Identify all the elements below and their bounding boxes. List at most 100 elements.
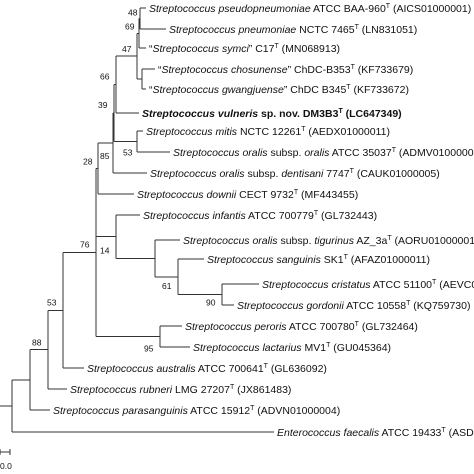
type-strain-mark: T	[355, 321, 360, 328]
taxon-label-part: ATCC BAA-960	[311, 3, 386, 15]
taxon-label-part: LMG 27207	[172, 384, 230, 396]
taxon-label-part: ATCC 51100	[371, 279, 433, 291]
type-strain-mark: T	[355, 24, 360, 31]
taxon-label-part: Streptococcus gordonii	[237, 300, 344, 312]
taxon-label-part: (LC647349)	[343, 108, 402, 120]
bootstrap-value: 61	[162, 281, 172, 291]
taxon-label-part: MV1	[302, 342, 327, 354]
taxon-label-part: ATCC 35037	[329, 147, 391, 159]
taxon-label-part: (ASDA01000001)	[446, 427, 474, 439]
taxon-label-part: Streptococcus pneumoniae	[169, 24, 296, 36]
taxon-label-part: 7747	[323, 168, 349, 180]
taxon-label: Streptococcus parasanguinis ATCC 15912T …	[53, 405, 340, 417]
taxon-label-part: (CAUK01000005)	[354, 168, 440, 180]
bootstrap-value: 69	[125, 21, 135, 31]
taxon-label: Streptococcus pseudopneumoniae ATCC BAA-…	[149, 3, 471, 15]
type-strain-mark: T	[250, 405, 255, 412]
taxon-label: Streptococcus mitis NCTC 12261T (AEDX010…	[146, 126, 390, 138]
type-strain-mark: T	[294, 189, 299, 196]
type-strain-mark: T	[314, 210, 319, 217]
type-strain-mark: T	[301, 126, 306, 133]
taxon-label-part: subsp.	[268, 147, 305, 159]
taxon-label: Streptococcus gordonii ATCC 10558T (KQ75…	[237, 300, 470, 312]
taxon-label-part: Streptococcus oralis	[183, 235, 278, 247]
taxon-label-part: tigurinus	[314, 235, 354, 247]
taxon-label: Streptococcus lactarius MV1T (GU045364)	[193, 342, 391, 354]
taxon-label-part: Streptococcus downii	[137, 189, 237, 201]
type-strain-mark: T	[432, 279, 437, 286]
type-strain-mark: T	[350, 168, 355, 175]
tree-branches	[0, 7, 274, 433]
taxon-label-part: Streptococcus symci	[153, 43, 250, 55]
taxon-label-part: Streptococcus chosunense	[162, 64, 288, 76]
taxon-label-part: NCTC 7465	[296, 24, 355, 36]
taxon-label-part: Streptococcus pseudopneumoniae	[149, 3, 311, 15]
taxon-label-part: (ADMV01000001)	[396, 147, 474, 159]
taxon-label-part: “	[158, 64, 162, 76]
type-strain-mark: T	[387, 235, 392, 242]
taxon-label-part: ” ChDC B345	[284, 84, 347, 96]
taxon-label-part: (JX861483)	[234, 384, 291, 396]
taxon-label: Streptococcus downii CECT 9732T (MF44345…	[137, 189, 358, 201]
taxon-label: “Streptococcus chosunense” ChDC-B353T (K…	[158, 64, 413, 76]
taxon-label-part: ATCC 700780	[287, 321, 355, 333]
taxon-label: Streptococcus pneumoniae NCTC 7465T (LN8…	[169, 24, 417, 36]
taxon-label-part: Streptococcus sanguinis	[207, 254, 322, 266]
taxon-label: Streptococcus peroris ATCC 700780T (GL73…	[185, 321, 418, 333]
taxon-label-part: (AEVC01000001)	[436, 279, 474, 291]
type-strain-mark: T	[406, 300, 411, 307]
taxon-label: Streptococcus rubneri LMG 27207T (JX8614…	[70, 384, 291, 396]
type-strain-mark: T	[441, 427, 446, 434]
bootstrap-value: 95	[144, 344, 154, 354]
taxon-label-part: (AORU01000001)	[392, 235, 474, 247]
taxon-label-part: Enterococcus faecalis	[277, 427, 380, 439]
scale-bar: 0.0	[0, 449, 12, 471]
bootstrap-value: 39	[98, 100, 108, 110]
taxon-label: Streptococcus sanguinis SK1T (AFAZ010000…	[207, 254, 430, 266]
scale-bar-label: 0.0	[0, 461, 12, 471]
taxon-label: Streptococcus australis ATCC 700641T (GL…	[87, 363, 327, 375]
type-strain-mark: T	[346, 84, 351, 91]
type-strain-mark: T	[392, 147, 397, 154]
taxon-label: Streptococcus oralis subsp. dentisani 77…	[150, 168, 440, 180]
taxon-label-part: dentisani	[281, 168, 324, 180]
taxon-label-part: (KF733672)	[351, 84, 409, 96]
taxon-label-part: ” C17	[249, 43, 275, 55]
taxon-label: “Streptococcus gwangjuense” ChDC B345T (…	[149, 84, 409, 96]
type-strain-mark: T	[338, 108, 343, 115]
taxon-label-part: ATCC 700779	[246, 210, 314, 222]
taxon-label-part: oralis	[304, 147, 330, 159]
taxon-label-part: (ADVN01000004)	[254, 405, 340, 417]
taxon-label-part: Streptococcus oralis	[173, 147, 268, 159]
bootstrap-value: 85	[100, 151, 110, 161]
taxon-label-part: sp. nov. DM3B3	[258, 108, 338, 120]
taxon-label: “Streptococcus symci” C17T (MN068913)	[149, 43, 340, 55]
taxon-label-part: Streptococcus mitis	[146, 126, 238, 138]
type-strain-mark: T	[344, 254, 349, 261]
taxon-label: Streptococcus vulneris sp. nov. DM3B3T (…	[142, 108, 402, 120]
taxon-label-part: (GU045364)	[330, 342, 391, 354]
taxon-label-part: “	[149, 43, 153, 55]
bootstrap-value: 48	[128, 8, 138, 18]
taxon-label-part: ATCC 19433	[379, 427, 441, 439]
taxon-label-part: CECT 9732	[236, 189, 294, 201]
taxon-label-part: (GL732443)	[318, 210, 377, 222]
type-strain-mark: T	[264, 363, 269, 370]
bootstrap-value: 47	[122, 44, 132, 54]
taxon-label-part: subsp.	[245, 168, 282, 180]
taxon-label-part: ATCC 15912	[188, 405, 250, 417]
taxon-label-part: Streptococcus rubneri	[70, 384, 173, 396]
type-strain-mark: T	[386, 3, 391, 10]
bootstrap-value: 66	[100, 72, 110, 82]
taxon-label-part: Streptococcus australis	[87, 363, 196, 375]
bootstrap-value: 90	[206, 298, 216, 308]
bootstrap-value: 53	[123, 148, 133, 158]
taxon-label-part: (MN068913)	[279, 43, 340, 55]
taxon-labels: Streptococcus pseudopneumoniae ATCC BAA-…	[53, 3, 474, 439]
bootstrap-value: 88	[32, 338, 42, 348]
taxon-label: Streptococcus cristatus ATCC 51100T (AEV…	[262, 279, 474, 291]
taxon-label-part: (KQ759730)	[410, 300, 470, 312]
taxon-label-part: NCTC 12261	[237, 126, 301, 138]
